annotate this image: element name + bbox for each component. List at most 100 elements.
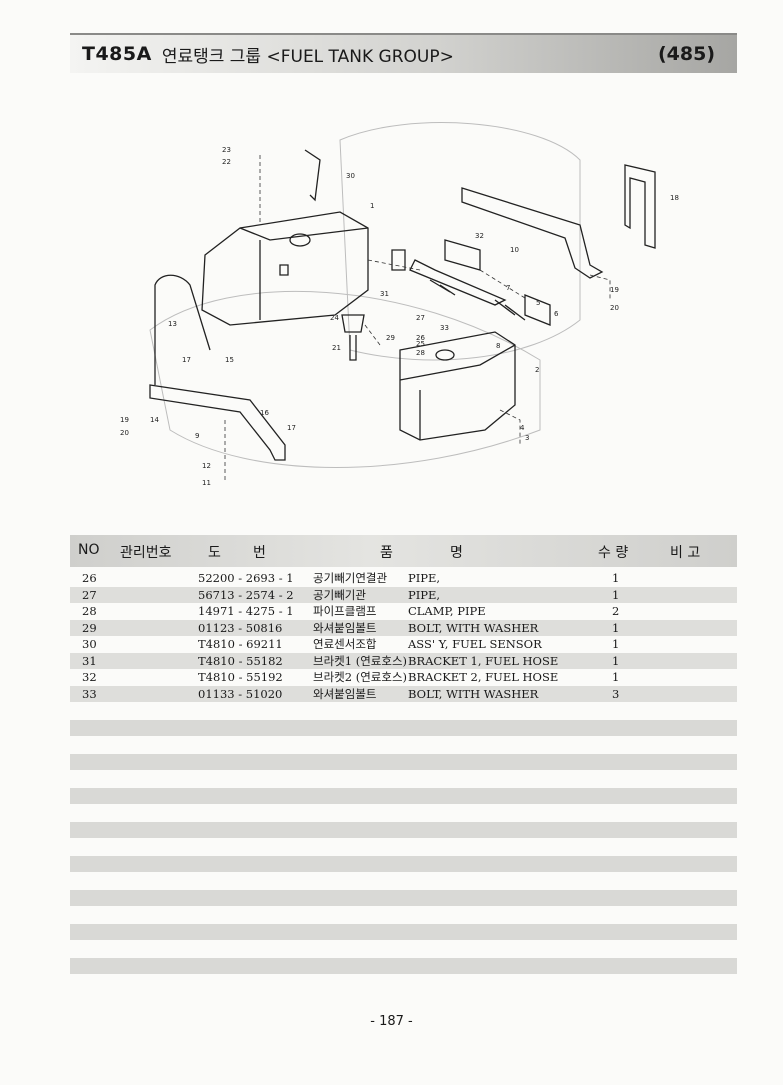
svg-text:27: 27 bbox=[416, 314, 425, 322]
parts-table-body: 26 52200 - 2693 - 1 공기빼기연결관 PIPE, 1 27 5… bbox=[70, 570, 737, 702]
header-drawing-2: 번 bbox=[253, 545, 266, 561]
svg-text:19: 19 bbox=[610, 286, 619, 294]
svg-text:7: 7 bbox=[506, 284, 510, 292]
cell-no: 31 bbox=[82, 653, 97, 668]
svg-text:32: 32 bbox=[475, 232, 484, 240]
svg-text:33: 33 bbox=[440, 324, 449, 332]
cell-korean-name: 공기빼기관 bbox=[313, 587, 366, 602]
cell-part-number: 01133 - 51020 bbox=[198, 686, 283, 701]
empty-row-stripe bbox=[70, 856, 737, 872]
empty-row-stripe bbox=[70, 788, 737, 804]
header-name-2: 명 bbox=[450, 545, 463, 561]
cell-english-name: PIPE, bbox=[408, 587, 441, 602]
svg-text:11: 11 bbox=[202, 479, 211, 487]
header-mgmt-number: 관리번호 bbox=[120, 545, 172, 561]
cell-no: 27 bbox=[82, 587, 97, 602]
svg-text:1: 1 bbox=[370, 202, 374, 210]
cell-no: 29 bbox=[82, 620, 97, 635]
table-row: 33 01133 - 51020 와셔붙임볼트 BOLT, WITH WASHE… bbox=[70, 685, 737, 702]
cell-english-name: BRACKET 2, FUEL HOSE bbox=[408, 670, 559, 684]
svg-text:14: 14 bbox=[150, 416, 159, 424]
svg-text:20: 20 bbox=[610, 304, 619, 312]
empty-row-stripe bbox=[70, 720, 737, 736]
svg-text:17: 17 bbox=[287, 424, 296, 432]
svg-text:16: 16 bbox=[260, 409, 269, 417]
cell-no: 33 bbox=[82, 686, 97, 701]
cell-korean-name: 파이프클램프 bbox=[313, 604, 377, 618]
exploded-parts-diagram: 1 2 3 4 5 6 7 8 9 10 11 12 13 14 15 16 1… bbox=[110, 100, 690, 510]
cell-no: 32 bbox=[82, 670, 97, 684]
svg-text:6: 6 bbox=[554, 310, 559, 318]
table-row: 32 T4810 - 55192 브라켓2 (연료호스) BRACKET 2, … bbox=[70, 669, 737, 686]
empty-row-stripe bbox=[70, 958, 737, 974]
svg-text:13: 13 bbox=[168, 320, 177, 328]
cell-english-name: PIPE, bbox=[408, 571, 441, 585]
cell-quantity: 1 bbox=[612, 670, 620, 684]
svg-text:4: 4 bbox=[520, 424, 525, 432]
svg-text:9: 9 bbox=[195, 432, 199, 440]
cell-korean-name: 브라켓1 (연료호스) bbox=[313, 653, 408, 668]
table-row: 29 01123 - 50816 와셔붙임볼트 BOLT, WITH WASHE… bbox=[70, 619, 737, 636]
cell-part-number: 01123 - 50816 bbox=[198, 620, 283, 635]
parts-table-header: NO 관리번호 도 번 품 명 수 량 비 고 bbox=[70, 535, 737, 567]
empty-row-stripe bbox=[70, 822, 737, 838]
cell-no: 30 bbox=[82, 637, 97, 651]
svg-text:10: 10 bbox=[510, 246, 519, 254]
svg-text:28: 28 bbox=[416, 349, 425, 357]
svg-text:12: 12 bbox=[202, 462, 211, 470]
cell-part-number: T4810 - 55182 bbox=[198, 653, 283, 668]
table-row: 26 52200 - 2693 - 1 공기빼기연결관 PIPE, 1 bbox=[70, 570, 737, 587]
empty-row-stripe bbox=[70, 924, 737, 940]
header-drawing: 도 bbox=[208, 545, 221, 561]
cell-quantity: 1 bbox=[612, 571, 620, 585]
svg-text:30: 30 bbox=[346, 172, 355, 180]
cell-part-number: T4810 - 55192 bbox=[198, 670, 283, 684]
table-row: 30 T4810 - 69211 연료센서조합 ASS' Y, FUEL SEN… bbox=[70, 636, 737, 653]
cell-no: 28 bbox=[82, 604, 97, 618]
svg-text:20: 20 bbox=[120, 429, 129, 437]
header-name: 품 bbox=[380, 545, 393, 561]
svg-text:19: 19 bbox=[120, 416, 129, 424]
table-row: 31 T4810 - 55182 브라켓1 (연료호스) BRACKET 1, … bbox=[70, 652, 737, 669]
svg-text:22: 22 bbox=[222, 158, 231, 166]
cell-part-number: 56713 - 2574 - 2 bbox=[198, 587, 294, 602]
cell-korean-name: 와셔붙임볼트 bbox=[313, 686, 377, 701]
group-title: 연료탱크 그룹 <FUEL TANK GROUP> bbox=[161, 46, 454, 67]
empty-row-stripe bbox=[70, 890, 737, 906]
svg-text:29: 29 bbox=[386, 334, 395, 342]
cell-english-name: CLAMP, PIPE bbox=[408, 604, 486, 618]
cell-quantity: 1 bbox=[612, 587, 620, 602]
cell-quantity: 1 bbox=[612, 637, 620, 651]
cell-quantity: 1 bbox=[612, 620, 620, 635]
cell-quantity: 3 bbox=[612, 686, 620, 701]
cell-english-name: BOLT, WITH WASHER bbox=[408, 686, 539, 701]
svg-text:8: 8 bbox=[496, 342, 500, 350]
cell-korean-name: 공기빼기연결관 bbox=[313, 571, 388, 585]
cell-quantity: 2 bbox=[612, 604, 620, 618]
header-qty: 수 량 bbox=[598, 545, 629, 561]
header-no: NO bbox=[78, 542, 100, 558]
cell-quantity: 1 bbox=[612, 653, 620, 668]
empty-row-stripe bbox=[70, 754, 737, 770]
svg-text:17: 17 bbox=[182, 356, 191, 364]
cell-no: 26 bbox=[82, 571, 97, 585]
svg-text:24: 24 bbox=[330, 314, 339, 322]
svg-text:25: 25 bbox=[416, 340, 425, 348]
cell-english-name: ASS' Y, FUEL SENSOR bbox=[408, 637, 542, 651]
svg-text:26: 26 bbox=[416, 334, 425, 342]
svg-text:15: 15 bbox=[225, 356, 234, 364]
svg-text:21: 21 bbox=[332, 344, 341, 352]
page-header: T485A 연료탱크 그룹 <FUEL TANK GROUP> (485) bbox=[70, 33, 737, 73]
table-row: 27 56713 - 2574 - 2 공기빼기관 PIPE, 1 bbox=[70, 586, 737, 603]
cell-korean-name: 브라켓2 (연료호스) bbox=[313, 670, 408, 684]
svg-text:23: 23 bbox=[222, 146, 231, 154]
cell-part-number: 14971 - 4275 - 1 bbox=[198, 604, 294, 618]
section-code: (485) bbox=[657, 43, 715, 65]
table-row: 28 14971 - 4275 - 1 파이프클램프 CLAMP, PIPE 2 bbox=[70, 603, 737, 620]
page-number: - 187 - bbox=[370, 1014, 413, 1029]
svg-text:5: 5 bbox=[536, 299, 540, 307]
svg-text:3: 3 bbox=[525, 434, 529, 442]
svg-text:2: 2 bbox=[535, 366, 539, 374]
header-remark: 비 고 bbox=[670, 545, 701, 561]
svg-text:31: 31 bbox=[380, 290, 389, 298]
